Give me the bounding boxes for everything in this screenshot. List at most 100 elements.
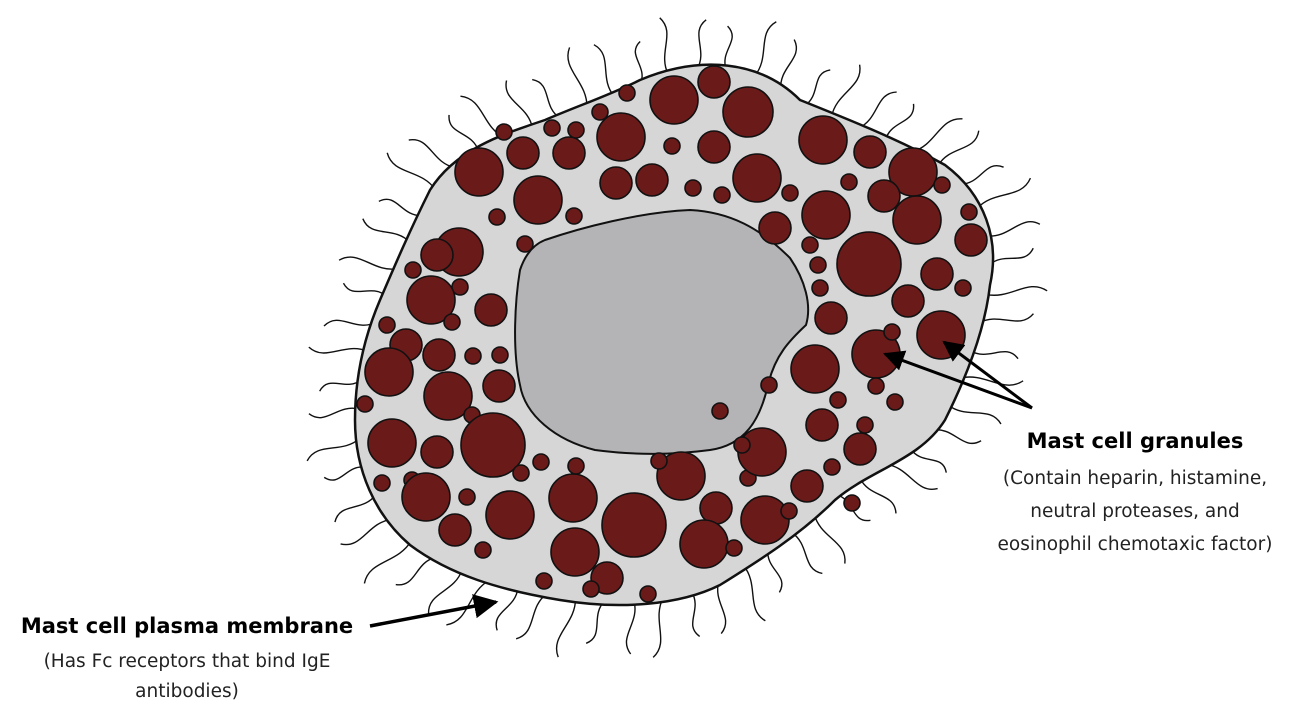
granule xyxy=(934,177,950,193)
receptor-hair xyxy=(948,405,1001,424)
granule xyxy=(700,492,732,524)
granule xyxy=(761,377,777,393)
granule xyxy=(698,66,730,98)
granule xyxy=(568,458,584,474)
granule xyxy=(884,324,900,340)
receptor-hair xyxy=(725,26,732,69)
granule xyxy=(465,348,481,364)
receptor-hair xyxy=(532,80,560,118)
granule xyxy=(741,496,789,544)
receptor-hair xyxy=(379,199,422,215)
granule xyxy=(837,232,901,296)
receptor-hair xyxy=(744,566,766,621)
granule xyxy=(357,396,373,412)
granule xyxy=(791,345,839,393)
receptor-hair xyxy=(781,40,797,90)
receptor-hair xyxy=(324,320,375,326)
granule xyxy=(439,514,471,546)
granules-label-title: Mast cell granules xyxy=(1027,429,1244,453)
receptor-hair xyxy=(635,42,642,84)
granule xyxy=(712,403,728,419)
receptor-hair xyxy=(660,18,669,75)
granule xyxy=(368,419,416,467)
granule xyxy=(374,475,390,491)
granule xyxy=(791,470,823,502)
granule xyxy=(815,302,847,334)
granule xyxy=(921,258,953,290)
granule xyxy=(455,148,503,196)
receptor-hair xyxy=(859,92,897,128)
granule xyxy=(619,85,635,101)
receptor-hair xyxy=(506,81,532,129)
granule xyxy=(650,76,698,124)
membrane-label-title: Mast cell plasma membrane xyxy=(21,614,353,638)
receptor-hair xyxy=(697,20,706,70)
granule xyxy=(734,437,750,453)
granule xyxy=(640,586,656,602)
membrane-arrow xyxy=(370,602,496,626)
receptor-hair xyxy=(977,178,1030,208)
granules-label: Mast cell granules (Contain heparin, his… xyxy=(998,429,1273,555)
granule xyxy=(799,116,847,164)
granule xyxy=(475,542,491,558)
granule xyxy=(513,465,529,481)
receptor-hair xyxy=(985,287,1047,296)
receptor-hair xyxy=(324,467,365,480)
receptor-hair xyxy=(933,430,981,444)
granule xyxy=(698,131,730,163)
granule xyxy=(830,392,846,408)
receptor-hair xyxy=(653,598,663,657)
granule xyxy=(507,137,539,169)
receptor-hair xyxy=(339,257,398,269)
receptor-hair xyxy=(387,153,435,190)
granule xyxy=(812,280,828,296)
receptor-hair xyxy=(886,464,938,489)
granule xyxy=(533,454,549,470)
granule xyxy=(810,257,826,273)
granule xyxy=(723,87,773,137)
granule xyxy=(551,528,599,576)
receptor-hair xyxy=(804,70,830,106)
receptor-hair xyxy=(363,219,410,242)
granule xyxy=(549,474,597,522)
receptor-hair xyxy=(594,45,614,97)
receptor-hair xyxy=(626,601,635,654)
granule xyxy=(544,120,560,136)
receptor-hair xyxy=(309,408,359,417)
granule xyxy=(841,174,857,190)
granule xyxy=(806,409,838,441)
granule xyxy=(887,394,903,410)
granule xyxy=(893,196,941,244)
receptor-hair xyxy=(307,438,360,460)
receptor-hair xyxy=(335,495,376,523)
granule xyxy=(365,348,413,396)
granule xyxy=(636,164,668,196)
receptor-hair xyxy=(428,570,462,614)
granule xyxy=(421,436,453,468)
receptor-hair xyxy=(979,314,1034,323)
receptor-hair xyxy=(885,104,913,140)
granule xyxy=(379,317,395,333)
granule xyxy=(566,208,582,224)
receptor-hair xyxy=(409,140,455,168)
granule xyxy=(802,237,818,253)
granule xyxy=(955,224,987,256)
granule xyxy=(961,204,977,220)
granule xyxy=(536,573,552,589)
receptor-hair xyxy=(911,449,946,472)
granule xyxy=(597,113,645,161)
granule xyxy=(489,209,505,225)
receptor-hair xyxy=(792,532,823,573)
granule xyxy=(459,489,475,505)
receptor-hair xyxy=(987,222,1040,236)
granule xyxy=(868,180,900,212)
granule xyxy=(714,187,730,203)
receptor-hair xyxy=(831,65,860,117)
granule xyxy=(602,493,666,557)
receptor-hair xyxy=(718,581,726,633)
granule xyxy=(892,285,924,317)
granules-label-desc-3: eosinophil chemotaxic factor) xyxy=(998,534,1273,555)
receptor-hair xyxy=(860,478,896,513)
receptor-hair xyxy=(309,347,367,353)
